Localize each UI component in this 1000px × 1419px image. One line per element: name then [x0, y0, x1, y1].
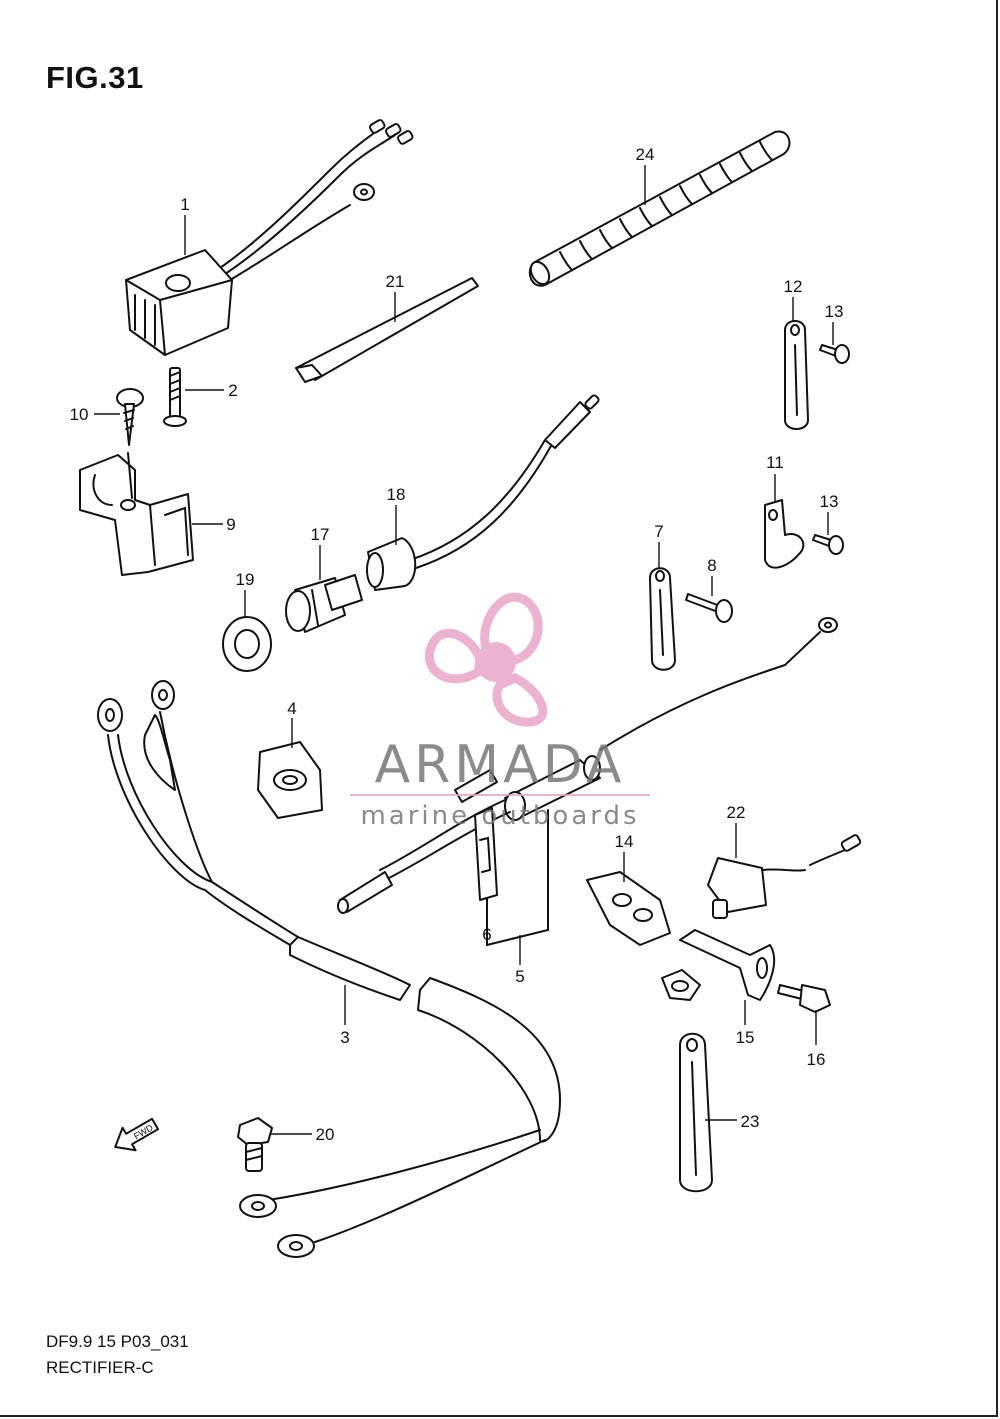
callout-6: 6 — [482, 925, 491, 944]
part-cable-tie — [295, 277, 479, 383]
callout-5: 5 — [515, 967, 524, 986]
watermark-tagline: marine outboards — [360, 801, 639, 831]
callout-12: 12 — [784, 277, 803, 296]
callout-labels: 1 2 3 4 5 6 7 8 9 10 11 12 13 13 14 15 1… — [70, 145, 844, 1144]
part-rectifier — [125, 119, 414, 356]
callout-8: 8 — [707, 556, 716, 575]
part-bolt — [163, 367, 187, 427]
part-holder — [79, 452, 194, 576]
part-clamp-11 — [764, 499, 805, 569]
part-screw-10 — [116, 388, 144, 446]
part-clip — [474, 807, 498, 901]
watermark: ARMADA marine outboards — [350, 592, 650, 831]
part-bush — [285, 574, 363, 633]
callout-11: 11 — [766, 453, 784, 472]
callout-17: 17 — [311, 525, 330, 544]
part-clamp-23 — [679, 1032, 713, 1193]
figure-title: FIG.31 — [46, 60, 144, 95]
part-wire-grommet — [366, 394, 600, 591]
callout-3: 3 — [340, 1028, 349, 1047]
part-harness — [97, 680, 561, 1258]
callout-10: 10 — [70, 405, 89, 424]
callout-16: 16 — [807, 1050, 826, 1069]
part-screw-8 — [685, 593, 733, 623]
callout-19: 19 — [236, 570, 255, 589]
part-clamp-12 — [784, 320, 809, 430]
callout-13a: 13 — [825, 302, 844, 321]
part-switch — [707, 834, 862, 919]
callout-13b: 13 — [820, 492, 839, 511]
callout-9: 9 — [226, 515, 235, 534]
callout-1: 1 — [180, 195, 189, 214]
callout-15: 15 — [736, 1028, 755, 1047]
figure-name: RECTIFIER-C — [46, 1358, 154, 1377]
callout-2: 2 — [228, 381, 237, 400]
fwd-arrow-icon: FWD — [114, 1117, 160, 1152]
callout-4: 4 — [287, 699, 296, 718]
callout-14: 14 — [615, 832, 634, 851]
callout-18: 18 — [387, 485, 406, 504]
callout-22: 22 — [727, 803, 746, 822]
figure-code: DF9.9 15 P03_031 — [46, 1332, 189, 1351]
part-spiral-tube — [528, 130, 791, 287]
watermark-brand: ARMADA — [375, 735, 626, 795]
part-bolt-20 — [237, 1117, 273, 1172]
part-sensor-cable — [337, 617, 838, 947]
part-bracket-15 — [661, 929, 776, 1001]
propeller-logo-icon — [424, 592, 548, 727]
leader-lines — [94, 165, 834, 1135]
callout-23: 23 — [741, 1112, 760, 1131]
callout-20: 20 — [316, 1125, 335, 1144]
part-screw-13a — [819, 344, 850, 364]
part-clamp-7 — [649, 567, 676, 671]
part-grommet — [257, 741, 323, 819]
part-nut — [222, 616, 272, 672]
callout-24: 24 — [636, 145, 655, 164]
callout-7: 7 — [654, 522, 663, 541]
callout-21: 21 — [386, 272, 405, 291]
part-bracket-14 — [586, 871, 671, 946]
part-screw-13b — [812, 534, 844, 555]
part-bolt-16 — [777, 984, 831, 1013]
